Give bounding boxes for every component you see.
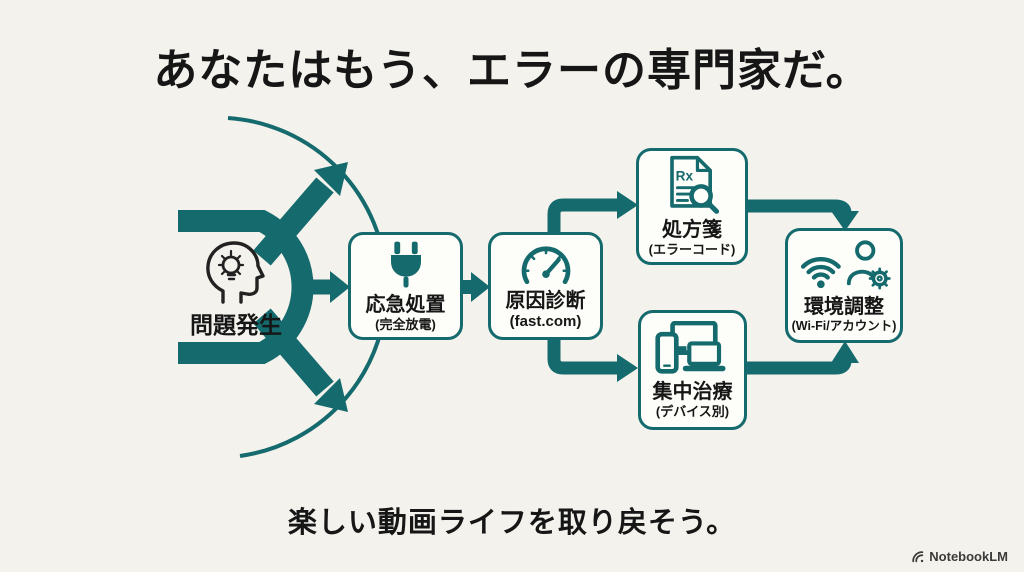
- tagline: 楽しい動画ライフを取り戻そう。: [287, 507, 737, 539]
- source-label: 問題発生: [190, 312, 282, 338]
- wifi-account-icon: [795, 238, 893, 292]
- watermark-label: NotebookLM: [929, 549, 1008, 564]
- node-label: 集中治療: [652, 380, 733, 403]
- node-sublabel: (エラーコード): [648, 242, 736, 258]
- arrowhead-firstaid-diagnosis: [471, 272, 490, 302]
- watermark: NotebookLM: [911, 549, 1008, 564]
- prescription-magnifier-icon: Rx: [664, 155, 720, 215]
- node-environment: 環境調整 (Wi-Fi/アカウント): [785, 228, 903, 343]
- arrow-down-shaft: [253, 308, 334, 397]
- node-sublabel: (デバイス別): [655, 403, 730, 419]
- arrowhead-intensivecare: [617, 354, 638, 382]
- arrowhead-prescription: [617, 191, 638, 219]
- node-sublabel: (Wi-Fi/アカウント): [791, 318, 897, 333]
- arrowhead-environment-top: [831, 211, 859, 231]
- arrowhead-up: [314, 162, 348, 196]
- connector-prescription-environment: [748, 199, 852, 214]
- node-label: 環境調整: [804, 295, 884, 318]
- notebooklm-logo-icon: [911, 550, 925, 564]
- node-intensive-care: 集中治療 (デバイス別): [638, 310, 747, 430]
- node-prescription: Rx 処方箋 (エラーコード): [636, 148, 748, 265]
- node-first-aid: 応急処置 (完全放電): [348, 232, 463, 340]
- page-title: あなたはもう、エラーの専門家だ。: [153, 46, 871, 95]
- speedometer-icon: [517, 242, 575, 286]
- node-label: 処方箋: [662, 219, 722, 242]
- power-plug-icon: [382, 240, 430, 290]
- svg-text:Rx: Rx: [676, 169, 694, 184]
- arrowhead-down: [314, 378, 348, 412]
- node-label: 原因診断: [505, 289, 586, 312]
- devices-icon: [654, 320, 732, 377]
- node-sublabel: (完全放電): [375, 316, 436, 332]
- head-lightbulb-icon: [201, 238, 265, 309]
- node-label: 応急処置: [365, 293, 446, 316]
- connector-intensivecare-environment: [747, 360, 852, 375]
- arrowhead-environment-bottom: [831, 341, 859, 363]
- arrowhead-right: [330, 271, 350, 303]
- node-diagnosis: 原因診断 (fast.com): [488, 232, 603, 340]
- connector-diagnosis-prescription: [547, 198, 617, 232]
- arrow-up-shaft: [253, 177, 334, 266]
- node-sublabel: (fast.com): [509, 312, 582, 330]
- connector-diagnosis-intensivecare: [547, 340, 617, 375]
